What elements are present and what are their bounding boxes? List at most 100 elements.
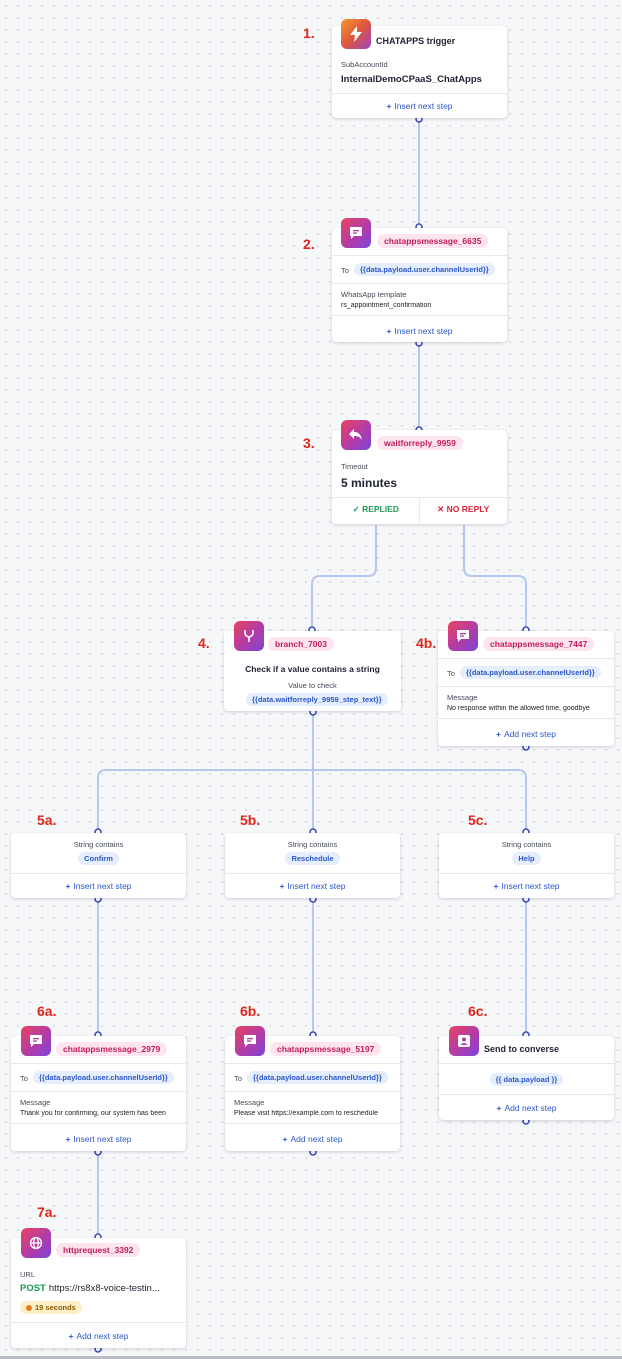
field-label: Value to check [288, 681, 337, 690]
insert-next-step-button[interactable]: +Insert next step [493, 881, 560, 891]
plus-icon: + [496, 1103, 502, 1113]
condition-card-help[interactable]: String contains Help +Insert next step [439, 833, 614, 898]
wire-branch-to-5a [97, 769, 313, 832]
wire-noreply-to-7447 [463, 525, 527, 630]
insert-next-step-button[interactable]: +Insert next step [386, 101, 453, 111]
message-card-2979[interactable]: chatappsmessage_2979 To {{data.payload.u… [11, 1026, 186, 1151]
step-number-3: 3. [303, 435, 315, 451]
to-value-chip: {{data.payload.user.channelUserId}} [460, 666, 601, 679]
field-value: No response within the allowed time, goo… [447, 705, 590, 712]
add-next-step-button[interactable]: +Add next step [496, 1103, 557, 1113]
field-value: 5 minutes [341, 476, 398, 490]
field-label: URL [20, 1270, 36, 1279]
condition-value-chip: Confirm [78, 852, 119, 865]
plus-icon: + [493, 881, 499, 891]
plus-icon: + [386, 326, 392, 336]
step-number-1: 1. [303, 25, 315, 41]
to-label: To [341, 266, 349, 275]
insert-next-step-button[interactable]: +Insert next step [65, 1134, 132, 1144]
condition-label: String contains [73, 840, 124, 849]
branch-icon [234, 621, 264, 651]
wire-branch-to-5c [313, 769, 527, 832]
plus-icon: + [68, 1331, 74, 1341]
step-number-6c: 6c. [468, 1003, 488, 1019]
field-label: Timeout [341, 462, 368, 471]
reply-arrow-icon [341, 420, 371, 450]
globe-icon [21, 1228, 51, 1258]
condition-value-chip: Reschedule [285, 852, 340, 865]
step-number-2: 2. [303, 236, 315, 252]
tab-replied[interactable]: ✓ REPLIED [352, 504, 399, 514]
wait-for-reply-card[interactable]: waitforreply_9959 Timeout 5 minutes ✓ RE… [332, 420, 507, 524]
to-value-chip: {{data.payload.user.channelUserId}} [247, 1071, 388, 1084]
add-next-step-button[interactable]: +Add next step [282, 1134, 343, 1144]
plus-icon: + [65, 1134, 71, 1144]
add-next-step-button[interactable]: +Add next step [496, 729, 556, 739]
trigger-card[interactable]: CHATAPPS trigger SubAccountId InternalDe… [332, 19, 507, 118]
branch-card[interactable]: branch_7003 Check if a value contains a … [224, 621, 401, 711]
to-label: To [20, 1074, 28, 1083]
to-value-chip: {{data.payload.user.channelUserId}} [354, 263, 495, 276]
field-label: SubAccountId [341, 60, 388, 69]
to-label: To [447, 669, 455, 678]
condition-label: String contains [287, 840, 338, 849]
step-number-6b: 6b. [240, 1003, 261, 1019]
insert-next-step-button[interactable]: +Insert next step [279, 881, 346, 891]
step-number-4: 4. [198, 635, 210, 651]
condition-card-confirm[interactable]: String contains Confirm +Insert next ste… [11, 833, 186, 898]
http-method: POST [20, 1283, 46, 1294]
chat-bubble-icon [341, 218, 371, 248]
request-url: https://rs8x8-voice-testin... [48, 1283, 160, 1294]
insert-next-step-button[interactable]: +Insert next step [386, 326, 453, 336]
agent-icon [449, 1026, 479, 1056]
bolt-icon [341, 19, 371, 49]
timer-icon [26, 1305, 32, 1311]
card-title: httprequest_3392 [56, 1243, 141, 1257]
x-icon: ✕ [437, 504, 447, 514]
value-to-check-chip: {{data.waitforreply_9959_step_text}} [246, 693, 388, 706]
condition-card-reschedule[interactable]: String contains Reschedule +Insert next … [225, 833, 400, 898]
plus-icon: + [386, 101, 392, 111]
step-number-7a: 7a. [37, 1204, 57, 1220]
card-title: chatappsmessage_7447 [483, 637, 595, 651]
add-next-step-button[interactable]: +Add next step [68, 1331, 129, 1341]
tab-no-reply[interactable]: ✕ NO REPLY [437, 504, 490, 514]
message-card-6635[interactable]: chatappsmessage_6635 To {{data.payload.u… [332, 218, 507, 342]
branch-heading: Check if a value contains a string [245, 664, 380, 674]
card-title: waitforreply_9959 [377, 436, 463, 450]
plus-icon: + [496, 729, 501, 739]
canvas-bottom-border [0, 1356, 622, 1359]
message-card-5197[interactable]: chatappsmessage_5197 To {{data.payload.u… [225, 1026, 400, 1151]
field-label: Message [447, 693, 478, 702]
insert-next-step-button[interactable]: +Insert next step [65, 881, 132, 891]
to-label: To [234, 1074, 242, 1083]
step-number-4b: 4b. [416, 635, 437, 651]
card-title: Send to converse [484, 1044, 560, 1054]
field-value: Thank you for confirming, our system has… [20, 1110, 166, 1117]
payload-chip: {{ data.payload }} [489, 1073, 564, 1086]
field-value: Please visit https://example.com to resc… [234, 1110, 378, 1117]
plus-icon: + [65, 881, 71, 891]
condition-label: String contains [501, 840, 552, 849]
step-number-6a: 6a. [37, 1003, 57, 1019]
step-number-5a: 5a. [37, 812, 57, 828]
field-label: Message [234, 1098, 265, 1107]
field-label: WhatsApp template [341, 290, 407, 299]
chat-bubble-icon [235, 1026, 265, 1056]
duration-badge: 19 seconds [20, 1301, 82, 1314]
message-card-7447[interactable]: chatappsmessage_7447 To {{data.payload.u… [438, 621, 614, 746]
chat-bubble-icon [21, 1026, 51, 1056]
condition-value-chip: Help [512, 852, 541, 865]
send-to-converse-card[interactable]: Send to converse {{ data.payload }} +Add… [439, 1026, 614, 1120]
field-label: Message [20, 1098, 51, 1107]
chat-bubble-icon [448, 621, 478, 651]
card-title: chatappsmessage_5197 [270, 1042, 382, 1056]
card-title: CHATAPPS trigger [376, 36, 456, 46]
field-value: rs_appointment_confirmation [341, 302, 432, 309]
card-title: chatappsmessage_6635 [377, 234, 489, 248]
field-value: InternalDemoCPaaS_ChatApps [341, 74, 482, 85]
step-number-5b: 5b. [240, 812, 261, 828]
card-title: chatappsmessage_2979 [56, 1042, 168, 1056]
